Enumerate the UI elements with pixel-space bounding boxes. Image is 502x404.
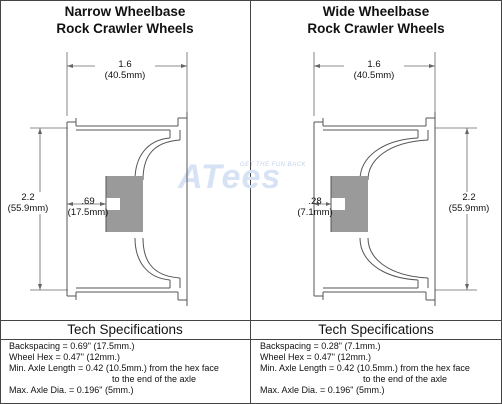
title-line-2: Rock Crawler Wheels <box>56 21 194 36</box>
width-metric: (40.5mm) <box>353 70 395 81</box>
title-line-1: Wide Wheelbase <box>322 4 430 19</box>
width-metric: (40.5mm) <box>104 70 146 81</box>
watermark-logo: ATees <box>178 158 282 196</box>
backspace-arrow-right <box>326 202 331 206</box>
width-label: 1.6 (40.5mm) <box>344 59 404 81</box>
specs-list: Backspacing = 0.69" (17.5mm.) Wheel Hex … <box>9 341 247 396</box>
backspace-arrow-right <box>100 202 106 206</box>
backspace-value: .69 <box>81 196 95 207</box>
title-line-2: Rock Crawler Wheels <box>307 21 445 36</box>
backspace-value: .28 <box>308 196 322 207</box>
height-arrow-top <box>465 128 469 134</box>
spec-axle-length-cont: to the end of the axle <box>362 374 448 384</box>
spec-axle-length: Min. Axle Length = 0.42 (10.5mm.) from t… <box>9 363 219 373</box>
specs-heading: Tech Specifications <box>67 322 183 337</box>
backspace-arrow-left <box>314 202 319 206</box>
spec-backspacing: Backspacing = 0.28" (7.1mm.) <box>260 341 381 351</box>
wheel-outline <box>66 112 188 306</box>
specs-list: Backspacing = 0.28" (7.1mm.) Wheel Hex =… <box>260 341 498 396</box>
height-arrow-top <box>38 128 42 134</box>
spec-axle-length: Min. Axle Length = 0.42 (10.5mm.) from t… <box>260 363 470 373</box>
panel-narrow-wheelbase: Narrow Wheelbase Rock Crawler Wheels <box>0 0 250 404</box>
height-label: 2.2 (55.9mm) <box>3 192 53 214</box>
backspace-arrow-left <box>67 202 73 206</box>
hub-hex <box>331 176 368 232</box>
height-value: 2.2 <box>462 192 476 203</box>
spec-wheel-hex: Wheel Hex = 0.47" (12mm.) <box>260 352 371 362</box>
backspace-label: .69 (17.5mm) <box>64 196 112 218</box>
width-arrow-right <box>181 64 187 68</box>
width-arrow-left <box>314 64 320 68</box>
width-label: 1.6 (40.5mm) <box>95 59 155 81</box>
height-metric: (55.9mm) <box>7 203 49 214</box>
height-metric: (55.9mm) <box>448 203 490 214</box>
wheel-outline <box>313 112 436 306</box>
spec-wheel-hex: Wheel Hex = 0.47" (12mm.) <box>9 352 120 362</box>
panel-wide-wheelbase: Wide Wheelbase Rock Crawler Wheels <box>251 0 501 404</box>
wheel-drawing <box>30 52 188 306</box>
width-arrow-right <box>429 64 435 68</box>
backspace-label: .28 (7.1mm) <box>295 196 335 218</box>
height-arrow-bottom <box>38 284 42 290</box>
backspace-metric: (7.1mm) <box>297 207 333 218</box>
width-value: 1.6 <box>367 59 381 70</box>
panel-title: Wide Wheelbase Rock Crawler Wheels <box>251 3 501 37</box>
specs-heading: Tech Specifications <box>318 322 434 337</box>
title-line-1: Narrow Wheelbase <box>64 4 186 19</box>
height-value: 2.2 <box>21 192 35 203</box>
watermark-tagline: GET THE FUN BACK <box>240 162 307 168</box>
panel-title: Narrow Wheelbase Rock Crawler Wheels <box>0 3 250 37</box>
height-label: 2.2 (55.9mm) <box>443 192 495 214</box>
width-arrow-left <box>67 64 73 68</box>
spec-axle-length-cont: to the end of the axle <box>111 374 197 384</box>
wheel-drawing <box>313 52 477 306</box>
spec-axle-diameter: Max. Axle Dia. = 0.196" (5mm.) <box>9 385 134 395</box>
hub-hex <box>106 176 143 232</box>
spec-backspacing: Backspacing = 0.69" (17.5mm.) <box>9 341 135 351</box>
height-arrow-bottom <box>465 284 469 290</box>
width-value: 1.6 <box>118 59 132 70</box>
backspace-metric: (17.5mm) <box>67 207 109 218</box>
spec-axle-diameter: Max. Axle Dia. = 0.196" (5mm.) <box>260 385 385 395</box>
